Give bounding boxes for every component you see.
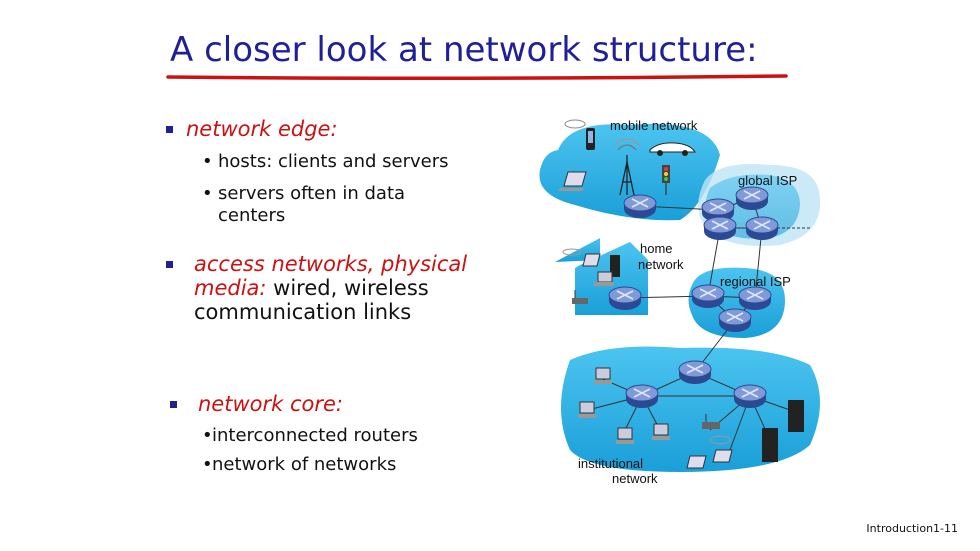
pc-icon <box>652 423 670 440</box>
router-icon <box>718 308 752 333</box>
sub-bullet-servers: •servers often in data <box>202 183 406 204</box>
institutional-network-label-1: institutional <box>578 456 643 471</box>
server-icon <box>762 428 778 462</box>
institutional-network-label-2: network <box>612 471 658 486</box>
mobile-network-label: mobile network <box>610 118 698 133</box>
router-icon <box>738 286 772 311</box>
router-icon <box>703 216 737 241</box>
laptop-icon <box>686 455 707 469</box>
sub-bullet-text: servers often in data <box>218 183 406 204</box>
slide-title: A closer look at network structure: <box>170 30 758 70</box>
sub-bullet-text: network of networks <box>212 454 397 475</box>
sub-bullet-networks: •network of networks <box>202 454 397 475</box>
access-heading: access networks, physical <box>194 252 468 276</box>
global-isp-label: global ISP <box>738 173 797 188</box>
pc-icon <box>594 271 614 286</box>
slide-footer: Introduction1-11 <box>866 522 958 535</box>
bullet-square-icon <box>166 126 173 133</box>
home-network-label-2: network <box>638 257 684 272</box>
wireless-router-icon <box>572 290 588 304</box>
router-icon <box>625 384 659 409</box>
regional-isp-label: regional ISP <box>720 274 791 289</box>
wireless-cloud-icon <box>564 119 586 129</box>
router-icon <box>623 194 657 219</box>
bullet-square-icon <box>170 401 177 408</box>
router-icon <box>678 360 712 385</box>
access-line3: communication links <box>194 300 412 324</box>
router-icon <box>733 384 767 409</box>
router-icon <box>608 286 642 311</box>
router-icon <box>745 216 779 241</box>
bullet-network-core: network core: <box>198 392 343 416</box>
wireless-router-icon <box>702 414 720 429</box>
sub-bullet-routers: •interconnected routers <box>202 425 418 446</box>
laptop-icon <box>712 449 733 463</box>
server-icon <box>610 255 620 277</box>
pc-icon <box>594 367 612 384</box>
laptop-icon <box>582 253 601 267</box>
pc-icon <box>578 401 596 418</box>
laptop-icon <box>558 171 587 191</box>
network-diagram: mobile network global ISP home network r… <box>539 118 821 486</box>
media-heading: media: <box>194 276 267 300</box>
sub-bullet-text: interconnected routers <box>212 425 418 446</box>
network-edge-heading: network edge: <box>186 117 338 141</box>
sub-bullet-hosts: •hosts: clients and servers <box>202 151 449 172</box>
traffic-light-icon <box>662 165 670 195</box>
title-underline <box>166 74 788 81</box>
sub-bullet-text: hosts: clients and servers <box>218 151 449 172</box>
access-heading-rest: wired, wireless <box>266 276 429 300</box>
car-icon <box>649 142 696 153</box>
cell-tower-icon <box>613 138 641 196</box>
bullet-square-icon <box>166 261 173 268</box>
bullet-access-networks: access networks, physical media: wired, … <box>194 252 524 324</box>
sub-bullet-text: centers <box>218 205 286 226</box>
pc-icon <box>616 427 634 444</box>
network-core-heading: network core: <box>198 392 343 416</box>
server-icon <box>788 400 804 432</box>
home-network-label-1: home <box>640 241 673 256</box>
sub-bullet-servers-cont: centers <box>218 205 285 226</box>
router-icon <box>735 186 769 211</box>
bullet-network-edge: network edge: <box>186 117 338 141</box>
